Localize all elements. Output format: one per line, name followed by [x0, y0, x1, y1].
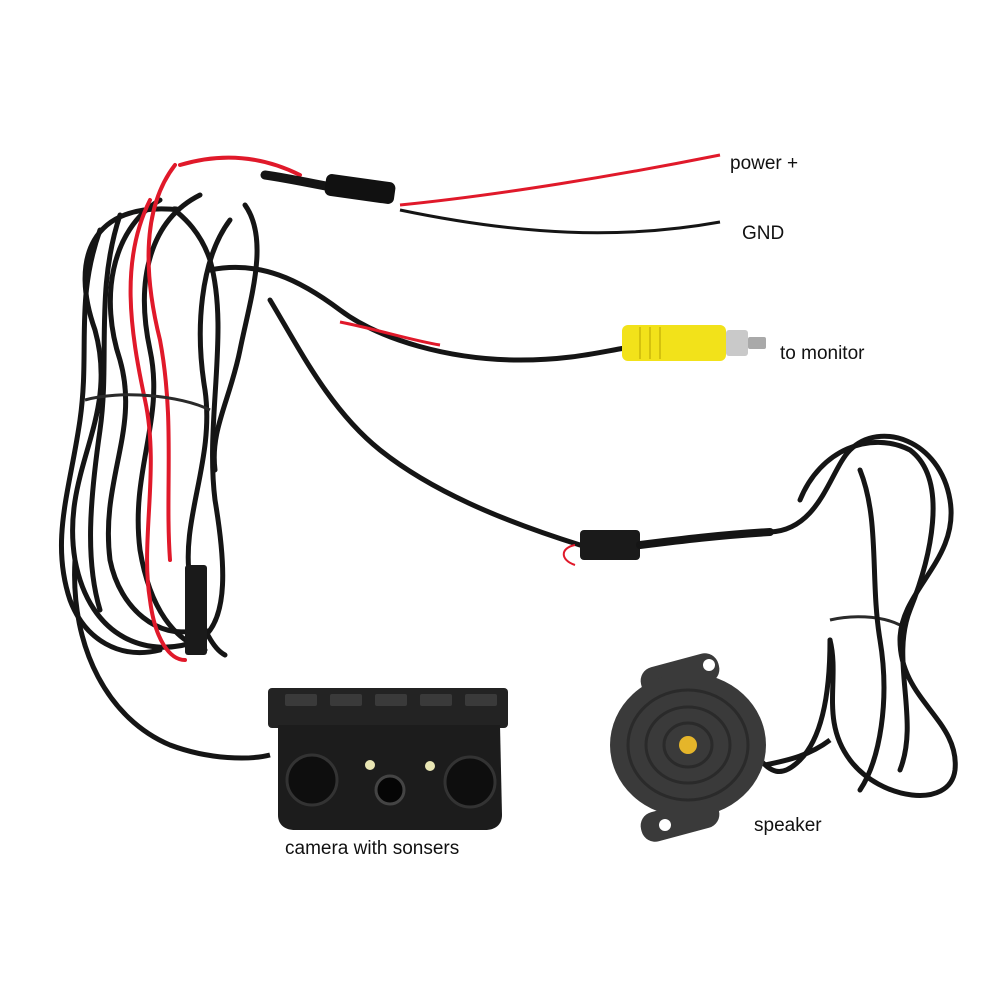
to-monitor-label: to monitor — [780, 343, 865, 364]
speaker-label: speaker — [754, 815, 822, 836]
speaker-cable-coil — [757, 433, 958, 798]
red-wire-coil — [128, 155, 302, 662]
power-wire — [260, 153, 721, 235]
rca-connector-icon — [622, 325, 766, 361]
camera-with-sensors-icon — [268, 688, 508, 830]
gnd-label: GND — [742, 223, 785, 244]
video-cable — [207, 264, 628, 548]
inline-connector — [185, 565, 207, 655]
cable-coil — [58, 192, 260, 658]
buzzer-speaker-icon — [610, 653, 832, 842]
camera-cable — [72, 559, 271, 761]
camera-label: camera with sonsers — [285, 838, 460, 859]
sensor-connector — [562, 528, 774, 566]
cable-tie-icon — [84, 393, 901, 627]
power-label: power + — [730, 153, 799, 174]
